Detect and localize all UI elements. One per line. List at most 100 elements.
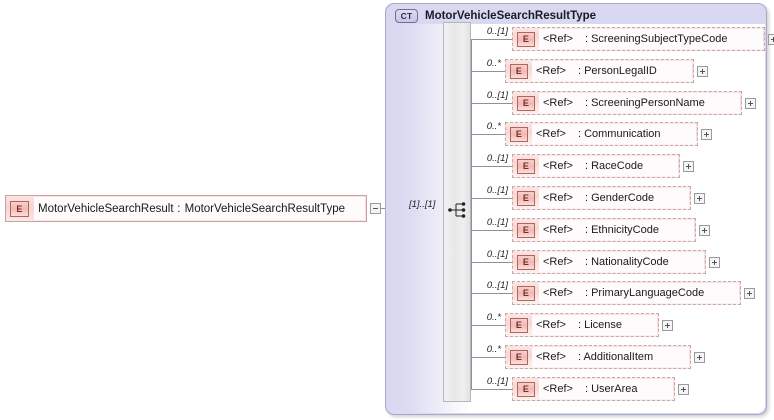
- element-ref-label: <Ref>: [543, 383, 573, 395]
- row-text: <Ref>: GenderCode: [543, 192, 654, 204]
- row-expand-plus-icon[interactable]: [694, 193, 705, 204]
- element-badge-icon: E: [510, 349, 528, 365]
- element-ref-row[interactable]: E<Ref>: UserArea: [512, 377, 675, 401]
- row-expand-plus-icon[interactable]: [683, 161, 694, 172]
- group-spine-line: [471, 39, 472, 389]
- row-cardinality-label: 0..[1]: [486, 153, 508, 164]
- row-connector-line: [471, 293, 512, 294]
- row-fill: [532, 315, 657, 335]
- compositor-cardinality-label: [1]..[1]: [409, 199, 436, 210]
- row-connector-line: [471, 134, 505, 135]
- element-ref-name: : EthnicityCode: [584, 224, 659, 236]
- row-connector-line: [471, 325, 505, 326]
- row-text: <Ref> : RaceCode: [543, 160, 643, 172]
- element-ref-name: : ScreeningPersonName: [584, 97, 705, 109]
- element-ref-row[interactable]: E <Ref>: PrimaryLanguageCode: [512, 281, 741, 305]
- row-expand-plus-icon[interactable]: [709, 257, 720, 268]
- element-ref-row[interactable]: E<Ref>: GenderCode: [512, 186, 691, 210]
- root-element-name: MotorVehicleSearchResult: [38, 202, 174, 215]
- element-ref-row[interactable]: E <Ref>: Communication: [505, 122, 698, 146]
- row-connector-line: [471, 389, 512, 390]
- row-expand-plus-icon[interactable]: [662, 320, 673, 331]
- row-fill: [532, 61, 692, 81]
- row-fill: [539, 220, 694, 240]
- row-fill: [532, 124, 696, 144]
- element-ref-row[interactable]: E<Ref>: ScreeningSubjectTypeCode: [512, 27, 765, 51]
- element-badge-icon: E: [510, 63, 528, 79]
- row-connector-line: [471, 71, 505, 72]
- element-ref-name: : PersonLegalID: [577, 65, 657, 77]
- element-ref-label: <Ref>: [536, 65, 566, 77]
- row-connector-line: [471, 357, 505, 358]
- row-expand-plus-icon[interactable]: [678, 384, 689, 395]
- row-connector-line: [471, 198, 512, 199]
- element-ref-label: <Ref>: [543, 256, 573, 268]
- row-text: <Ref> : ScreeningPersonName: [543, 97, 705, 109]
- row-expand-plus-icon[interactable]: [745, 98, 756, 109]
- row-cardinality-label: 0..[1]: [486, 217, 508, 228]
- element-ref-label: <Ref>: [536, 128, 566, 140]
- row-text: <Ref>: Communication: [536, 128, 661, 140]
- row-fill: [539, 93, 740, 113]
- row-expand-plus-icon[interactable]: [694, 352, 705, 363]
- element-ref-label: <Ref>: [543, 33, 573, 45]
- row-expand-plus-icon[interactable]: [768, 34, 774, 45]
- root-element-separator: :: [173, 202, 185, 215]
- row-expand-plus-icon[interactable]: [744, 288, 755, 299]
- root-element-type: MotorVehicleSearchResultType: [184, 202, 346, 215]
- element-ref-name: : NationalityCode: [584, 256, 669, 268]
- complextype-header: CT MotorVehicleSearchResultType: [395, 8, 596, 24]
- row-connector-line: [471, 166, 512, 167]
- row-connector-line: [471, 39, 512, 40]
- row-fill: [539, 379, 673, 399]
- row-cardinality-label: 0..[1]: [486, 185, 508, 196]
- element-ref-row[interactable]: E <Ref>: License: [505, 313, 659, 337]
- row-cardinality-label: 0..*: [486, 312, 501, 323]
- element-ref-row[interactable]: E<Ref>: EthnicityCode: [512, 218, 696, 242]
- element-badge-icon: E: [517, 254, 535, 270]
- element-ref-label: <Ref>: [543, 160, 573, 172]
- element-ref-label: <Ref>: [543, 224, 573, 236]
- element-badge-icon: E: [510, 126, 528, 142]
- element-ref-row[interactable]: E<Ref>: RaceCode: [512, 154, 680, 178]
- element-ref-label: <Ref>: [543, 97, 573, 109]
- element-ref-name: : License: [577, 319, 622, 331]
- row-text: <Ref>: PrimaryLanguageCode: [543, 287, 704, 299]
- row-expand-plus-icon[interactable]: [701, 129, 712, 140]
- row-text: <Ref> : EthnicityCode: [543, 224, 659, 236]
- element-ref-row[interactable]: E <Ref> : NationalityCode: [512, 250, 706, 274]
- element-ref-name: : GenderCode: [584, 192, 655, 204]
- root-collapse-minus-icon[interactable]: [370, 203, 381, 214]
- row-cardinality-label: 0..*: [486, 344, 501, 355]
- row-cardinality-label: 0..[1]: [486, 90, 508, 101]
- element-badge-icon: E: [517, 285, 535, 301]
- element-badge-icon: E: [517, 95, 535, 111]
- model-group-bar[interactable]: [443, 22, 471, 402]
- row-text: <Ref> : NationalityCode: [543, 256, 669, 268]
- row-fill: [539, 156, 678, 176]
- element-ref-name: : UserArea: [584, 383, 638, 395]
- root-element-label: MotorVehicleSearchResult : MotorVehicleS…: [38, 203, 345, 215]
- row-fill: [539, 283, 739, 303]
- row-connector-line: [471, 103, 512, 104]
- row-text: <Ref>: License: [536, 319, 622, 331]
- row-fill: [539, 252, 704, 272]
- row-cardinality-label: 0..[1]: [486, 280, 508, 291]
- row-text: <Ref>: AdditionalItem: [536, 351, 653, 363]
- element-ref-row[interactable]: E <Ref> : ScreeningPersonName: [512, 91, 742, 115]
- row-expand-plus-icon[interactable]: [697, 66, 708, 77]
- element-ref-label: <Ref>: [543, 287, 573, 299]
- row-cardinality-label: 0..*: [486, 121, 501, 132]
- row-fill: [539, 29, 763, 49]
- row-fill: [539, 188, 689, 208]
- element-ref-name: : ScreeningSubjectTypeCode: [584, 33, 728, 45]
- row-fill: [532, 347, 689, 367]
- element-badge-icon: E: [510, 317, 528, 333]
- row-expand-plus-icon[interactable]: [699, 225, 710, 236]
- root-element-node[interactable]: E MotorVehicleSearchResult : MotorVehicl…: [5, 195, 367, 222]
- element-ref-name: : RaceCode: [584, 160, 644, 172]
- element-ref-row[interactable]: E <Ref> : PersonLegalID: [505, 59, 694, 83]
- element-ref-row[interactable]: E <Ref>: AdditionalItem: [505, 345, 691, 369]
- root-element-fill: [34, 197, 365, 220]
